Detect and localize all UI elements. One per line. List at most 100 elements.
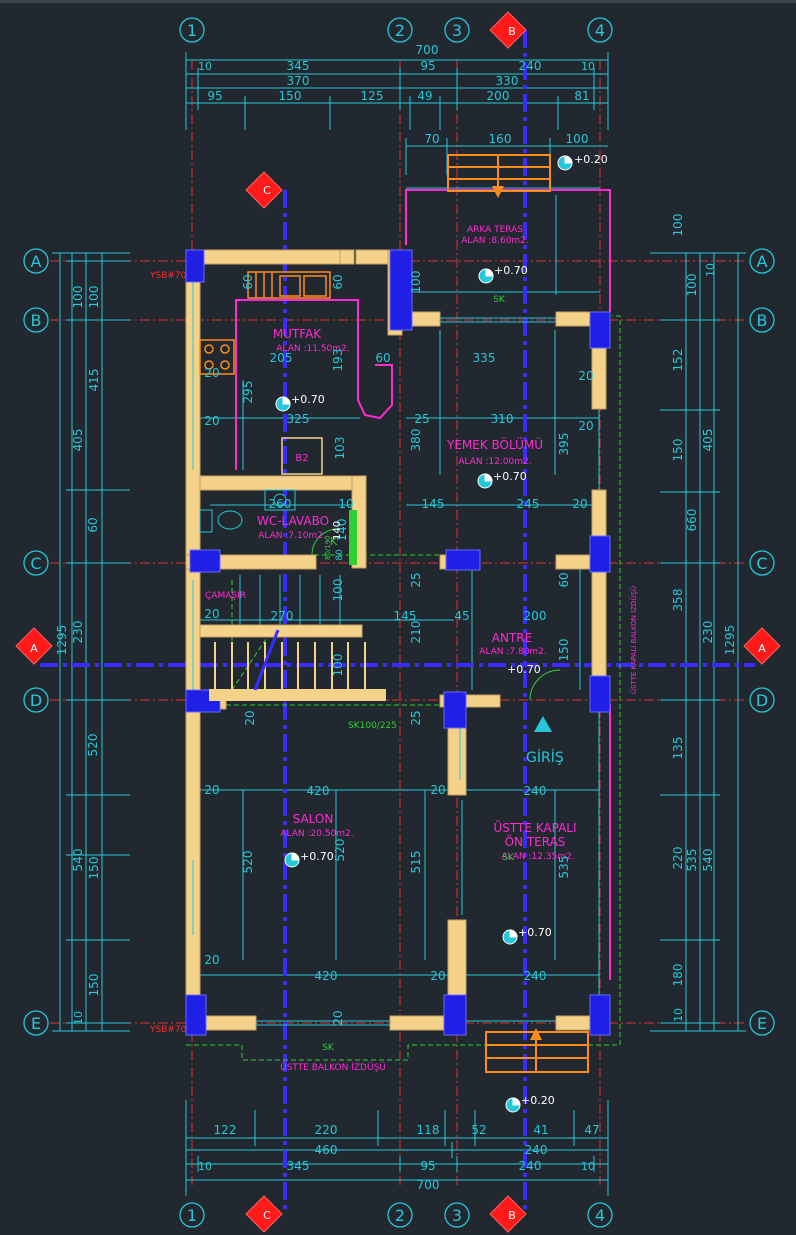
kitchen-fixtures — [199, 271, 331, 475]
dim-right: 660 — [685, 509, 699, 532]
grid-bubble-circle — [23, 1010, 49, 1036]
dim-bottom: 220 — [315, 1123, 338, 1137]
grid-bubble-label: B — [31, 311, 42, 330]
room-name: MUTFAK — [273, 327, 322, 341]
left-dimensions: 1295 405 60 230 520 540 100 100 415 150 … — [55, 286, 101, 1025]
dim-top: 100 — [566, 132, 589, 146]
step-arrows — [492, 186, 542, 1040]
dim-left: 405 — [71, 429, 85, 452]
dim: 25 — [409, 710, 423, 725]
dim: 80 — [335, 549, 345, 561]
section-marker-c-bottom[interactable]: C — [245, 1195, 283, 1233]
grid-bubble-col-bottom: 2 — [387, 1202, 413, 1228]
dim: 335 — [473, 351, 496, 365]
dim-top: 10 — [581, 60, 595, 73]
grid-bubble-circle — [23, 687, 49, 713]
dim-right: 535 — [685, 849, 699, 872]
dim-top: 49 — [417, 89, 432, 103]
balcony-label: ÜSTTE BALKON İZDÜŞÜ — [280, 1062, 386, 1073]
dim: 295 — [241, 381, 255, 404]
dim-left: 60 — [86, 517, 100, 532]
dim: 45 — [454, 609, 469, 623]
dim-right: 100 — [671, 214, 685, 237]
dim: 20 — [204, 783, 219, 797]
columns — [185, 249, 611, 1036]
section-marker-b-bottom[interactable]: B — [489, 1195, 527, 1233]
level-value: +0.20 — [521, 1094, 555, 1107]
grid-bubble-label: D — [30, 691, 42, 710]
level-value: +0.70 — [518, 926, 552, 939]
stairs — [209, 575, 386, 701]
grid-bubble-label: 4 — [595, 1206, 605, 1225]
dim: 205 — [270, 351, 293, 365]
dim-top: 95 — [207, 89, 222, 103]
grid-bubble-col-top: 2 — [387, 17, 413, 43]
grid-bubble-circle — [749, 248, 775, 274]
dim: 20 — [430, 783, 445, 797]
section-label: C — [263, 1209, 271, 1222]
section-marker-a-left[interactable]: A — [15, 627, 53, 665]
room-name: ARKA TERAS — [467, 225, 523, 235]
level-marker — [477, 473, 493, 489]
grid-bubble-circle — [23, 550, 49, 576]
dim: 60 — [241, 274, 255, 289]
dim-top: 70 — [424, 132, 439, 146]
laundry-label: ÇAMAŞIR — [205, 591, 246, 601]
dim-right: 10 — [704, 263, 717, 277]
dim-bottom: 47 — [584, 1123, 599, 1137]
grid-bubble-label: C — [30, 554, 41, 573]
grid-bubble-label: 1 — [187, 1206, 197, 1225]
dim-top: 10 — [198, 60, 212, 73]
dim-top: 200 — [487, 89, 510, 103]
section-marker-a-right[interactable]: A — [743, 627, 781, 665]
section-marker-b-top[interactable]: B — [489, 11, 527, 49]
dim-left: 540 — [71, 849, 85, 872]
sk-label: SK — [493, 295, 506, 305]
grid-bubble-col-top: 4 — [587, 17, 613, 43]
dim-bottom: 240 — [519, 1159, 542, 1173]
wall-details — [192, 270, 600, 1026]
dim-left: 230 — [71, 621, 85, 644]
level-markers — [275, 155, 573, 1113]
dim: 60 — [375, 351, 390, 365]
dim: 20 — [430, 969, 445, 983]
dim: 20 — [331, 1010, 345, 1025]
dim-top: 150 — [279, 89, 302, 103]
dim: 100 — [331, 654, 345, 677]
dim: 240 — [524, 784, 547, 798]
level-value: +0.70 — [291, 393, 325, 406]
dim-left: 100 — [71, 286, 85, 309]
dim: 145 — [394, 609, 417, 623]
grid-bubble-label: 2 — [395, 1206, 405, 1225]
dim: 395 — [557, 433, 571, 456]
sk-door-label: SK100/225 — [348, 721, 397, 731]
dim-top: 125 — [361, 89, 384, 103]
dim: 60 — [331, 274, 345, 289]
dim: 20 — [204, 953, 219, 967]
misc-labels: YSB#70 YSB#70 ÜSTTE BALKON İZDÜŞÜ ÜSTTE … — [149, 271, 638, 1073]
k-label: K — [330, 535, 338, 548]
level-marker — [502, 929, 518, 945]
section-marker-c-top[interactable]: C — [245, 171, 283, 209]
dim: 240 — [524, 969, 547, 983]
grid-bubble-label: A — [757, 252, 768, 271]
stair-arrow — [253, 629, 280, 691]
grid-bubble-circle — [587, 17, 613, 43]
dim: 270 — [271, 609, 294, 623]
dim-right: 220 — [671, 847, 685, 870]
grid-bubble-row-left: E — [23, 1010, 49, 1036]
dim: 20 — [204, 414, 219, 428]
dim: 25 — [414, 412, 429, 426]
dim: 420 — [315, 969, 338, 983]
grid-bubble-col-top: 3 — [444, 17, 470, 43]
dim-left-total: 1295 — [55, 625, 69, 656]
dim-right: 405 — [701, 429, 715, 452]
dim-right: 230 — [701, 621, 715, 644]
grid-bubble-label: 4 — [595, 21, 605, 40]
grid-bubble-col-top: 1 — [179, 17, 205, 43]
grid-bubble-circle — [444, 1202, 470, 1228]
grid-bubble-label: B — [757, 311, 768, 330]
dim-right: 358 — [671, 589, 685, 612]
